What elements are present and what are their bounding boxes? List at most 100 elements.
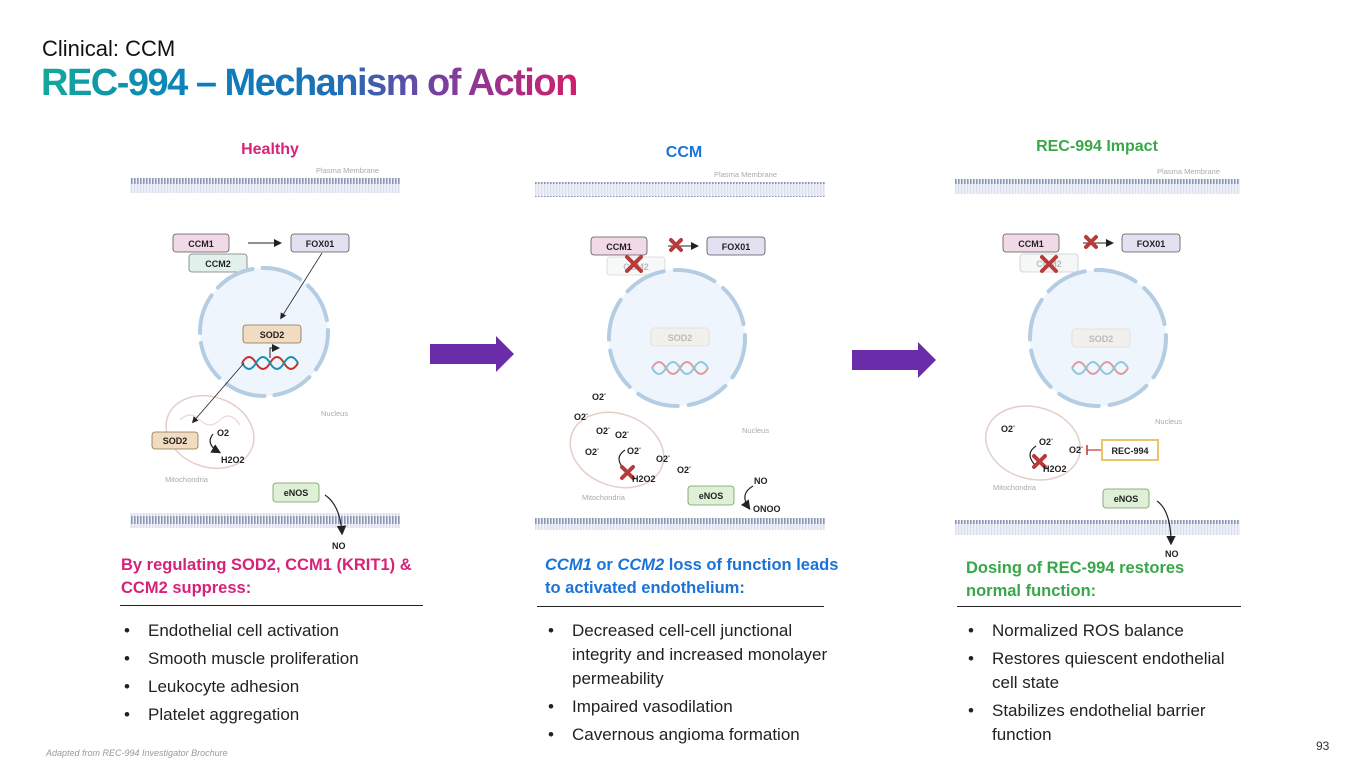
source-footnote: Adapted from REC-994 Investigator Brochu… [46, 748, 228, 758]
h2o2-label: H2O2 [632, 474, 656, 484]
svg-text:O2-: O2- [1039, 437, 1053, 447]
sod2-nucleus-box [242, 324, 302, 344]
caption-ccm: CCM1 or CCM2 loss of function leads to a… [545, 554, 855, 600]
mitochondria [165, 394, 255, 470]
enos-label: eNOS [284, 488, 309, 498]
list-item: Platelet aggregation [120, 703, 420, 727]
sod2-label: SOD2 [668, 333, 693, 343]
ccm1-label: CCM1 [188, 239, 214, 249]
blocked-x-icon [1084, 235, 1098, 249]
onoo-label: ONOO [753, 504, 781, 514]
section-subtitle: Clinical: CCM [42, 36, 176, 61]
enos-box [687, 485, 735, 506]
sod2-faded-box [650, 327, 710, 347]
panel-heading-healthy: Healthy [241, 141, 299, 158]
rec994-label: REC-994 [1111, 446, 1148, 456]
list-item: Cavernous angioma formation [544, 723, 834, 747]
ccm1-box [590, 236, 648, 256]
membrane-label: Plasma Membrane [316, 166, 379, 175]
sod2-mito-label: SOD2 [163, 436, 188, 446]
svg-text:O2-: O2- [1069, 445, 1083, 455]
caption-text: loss of function leads to activated endo… [545, 556, 839, 597]
o2-label: O2 [217, 428, 229, 438]
plasma-membrane-top [535, 182, 825, 197]
flow-arrow-2 [852, 342, 936, 378]
enos-label: eNOS [1114, 494, 1139, 504]
enos-box [1102, 488, 1150, 509]
panel-heading-ccm: CCM [665, 144, 703, 161]
inhibition-icon [1086, 445, 1101, 455]
svg-text:O2-: O2- [596, 426, 610, 436]
nucleus-label: Nucleus [321, 409, 348, 418]
h2o2-label: H2O2 [1043, 464, 1067, 474]
svg-text:O2-: O2- [1001, 424, 1015, 434]
bullet-list-ccm: Decreased cell-cell junctional integrity… [544, 619, 834, 751]
membrane-label: Plasma Membrane [714, 170, 777, 179]
list-item: Restores quiescent endothelial cell stat… [964, 647, 1249, 695]
mitochondria [984, 405, 1082, 481]
sod2-faded-box [1071, 328, 1131, 348]
diagram-healthy: Plasma Membrane CCM1 CCM2 FOX01 Nucleus … [125, 160, 405, 555]
blocked-x-icon [669, 238, 683, 252]
blocked-x-icon [620, 465, 635, 480]
bullet-list-healthy: Endothelial cell activation Smooth muscl… [120, 619, 420, 731]
svg-text:O2-: O2- [627, 446, 641, 456]
no-label: NO [1165, 549, 1179, 559]
fox01-box [706, 236, 766, 256]
diagram-impact: Plasma Membrane CCM1 CCM2 FOX01 Nucleus … [955, 160, 1245, 565]
plasma-membrane-bottom [130, 513, 400, 528]
list-item: Impaired vasodilation [544, 695, 834, 719]
blocked-x-icon [1040, 255, 1058, 273]
enos-label: eNOS [699, 491, 724, 501]
bullet-list-impact: Normalized ROS balance Restores quiescen… [964, 619, 1249, 751]
fox01-label: FOX01 [722, 242, 751, 252]
divider-healthy [120, 605, 423, 606]
ccm2-label: CCM2 [205, 259, 231, 269]
nucleus-label: Nucleus [1155, 417, 1182, 426]
panel-heading-impact: REC-994 Impact [1036, 138, 1158, 155]
enos-box [272, 482, 320, 503]
svg-text:O2-: O2- [592, 392, 606, 402]
ccm1-box [172, 233, 230, 253]
caption-gene-ccm1: CCM1 [545, 556, 592, 574]
superoxide-labels: O2- O2- O2- O2- O2- O2- O2- O2- [574, 392, 691, 475]
sod2-mito-box [151, 431, 199, 450]
svg-text:O2-: O2- [677, 465, 691, 475]
mitochondria [569, 411, 665, 489]
rec994-box [1101, 439, 1159, 461]
blocked-x-icon [1032, 454, 1047, 469]
no-label: NO [754, 476, 768, 486]
h2o2-label: H2O2 [221, 455, 245, 465]
list-item: Leukocyte adhesion [120, 675, 420, 699]
mitochondria-label: Mitochondria [582, 493, 626, 502]
caption-impact: Dosing of REC-994 restores normal functi… [966, 559, 1185, 600]
ccm1-box [1002, 233, 1060, 253]
list-item: Stabilizes endothelial barrier function [964, 699, 1249, 747]
dna-icon [1071, 361, 1129, 375]
dna-icon [241, 344, 299, 370]
diagram-ccm: Plasma Membrane CCM1 CCM2 FOX01 Nucleus … [535, 160, 825, 530]
ccm1-label: CCM1 [1018, 239, 1044, 249]
superoxide-labels: O2- O2- O2- [1001, 424, 1083, 455]
blocked-x-icon [625, 255, 643, 273]
plasma-membrane-bottom [535, 518, 825, 530]
ccm1-label: CCM1 [606, 242, 632, 252]
divider-impact [957, 606, 1241, 607]
list-item: Decreased cell-cell junctional integrity… [544, 619, 834, 691]
nucleus-label: Nucleus [742, 426, 769, 435]
fox01-box [290, 233, 350, 253]
page-number: 93 [1316, 739, 1330, 753]
membrane-label: Plasma Membrane [1157, 167, 1220, 176]
plasma-membrane-top [130, 178, 400, 193]
ccm2-box [188, 253, 248, 273]
list-item: Normalized ROS balance [964, 619, 1249, 643]
mitochondria-label: Mitochondria [165, 475, 209, 484]
fox01-label: FOX01 [1137, 239, 1166, 249]
svg-text:O2-: O2- [615, 430, 629, 440]
dna-icon [651, 361, 709, 375]
fox01-box [1121, 233, 1181, 253]
list-item: Smooth muscle proliferation [120, 647, 420, 671]
flow-arrow-1 [430, 336, 514, 372]
divider-ccm [537, 606, 824, 607]
svg-text:O2-: O2- [585, 447, 599, 457]
